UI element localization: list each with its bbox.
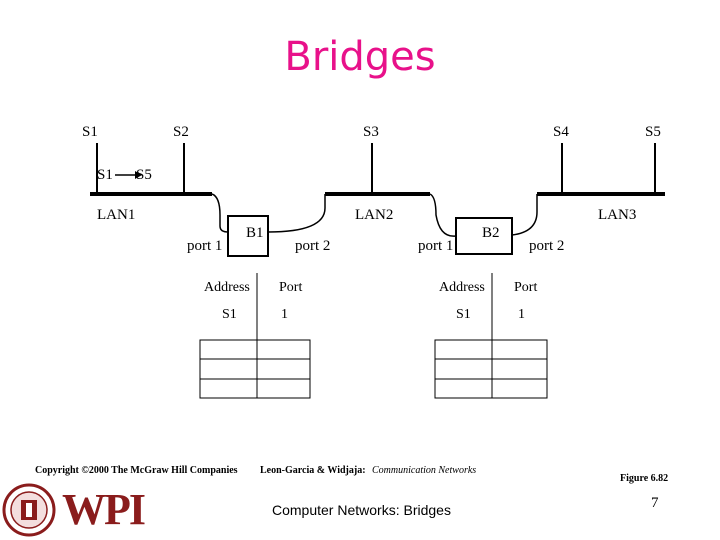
station-s2-label: S2 xyxy=(173,124,189,140)
b2-forwarding-table xyxy=(434,273,548,399)
bridge-b2 xyxy=(455,217,513,255)
b1-table-header-port: Port xyxy=(279,280,303,295)
station-s4-label: S4 xyxy=(553,124,569,140)
frame-source-label: S1 xyxy=(97,167,113,183)
b1-table-row-port: 1 xyxy=(281,307,288,322)
lan3-label: LAN3 xyxy=(598,207,637,223)
b1-port1-label: port 1 xyxy=(187,238,223,254)
lan2-label: LAN2 xyxy=(355,207,394,223)
b2-port1-label: port 1 xyxy=(418,238,454,254)
b2-port2-link xyxy=(511,194,538,236)
bridge-b1 xyxy=(227,215,269,257)
b2-port2-label: port 2 xyxy=(529,238,565,254)
b2-table-row-port: 1 xyxy=(518,307,525,322)
wpi-logo: WPI xyxy=(62,485,146,534)
b2-table-header-port: Port xyxy=(514,280,538,295)
book-title-text: Communication Networks xyxy=(372,465,477,476)
frame-destination-label: S5 xyxy=(136,167,152,183)
course-title: Computer Networks: Bridges xyxy=(272,502,451,518)
bridge-b2-label: B2 xyxy=(482,225,500,241)
b1-forwarding-table xyxy=(199,273,311,399)
b2-port1-link xyxy=(429,193,457,237)
b1-port2-link xyxy=(267,194,326,233)
copyright-text: Copyright ©2000 The McGraw Hill Companie… xyxy=(35,465,238,476)
b2-table-header-address: Address xyxy=(439,280,485,295)
station-s3-label: S3 xyxy=(363,124,379,140)
wpi-seal xyxy=(2,483,56,537)
b1-table-row-address: S1 xyxy=(222,307,237,322)
b1-port2-label: port 2 xyxy=(295,238,331,254)
slide-title: Bridges xyxy=(284,34,436,80)
bridge-b1-label: B1 xyxy=(246,225,264,241)
figure-number: Figure 6.82 xyxy=(620,473,669,484)
frame-arrow-head xyxy=(135,171,142,179)
station-s5-label: S5 xyxy=(645,124,661,140)
lan1-label: LAN1 xyxy=(97,207,136,223)
b2-table-row-address: S1 xyxy=(456,307,471,322)
b1-table-header-address: Address xyxy=(204,280,250,295)
authors-text: Leon-Garcia & Widjaja: xyxy=(260,465,366,476)
b1-port1-link xyxy=(211,193,229,233)
page-number: 7 xyxy=(651,495,659,511)
station-s1-label: S1 xyxy=(82,124,98,140)
